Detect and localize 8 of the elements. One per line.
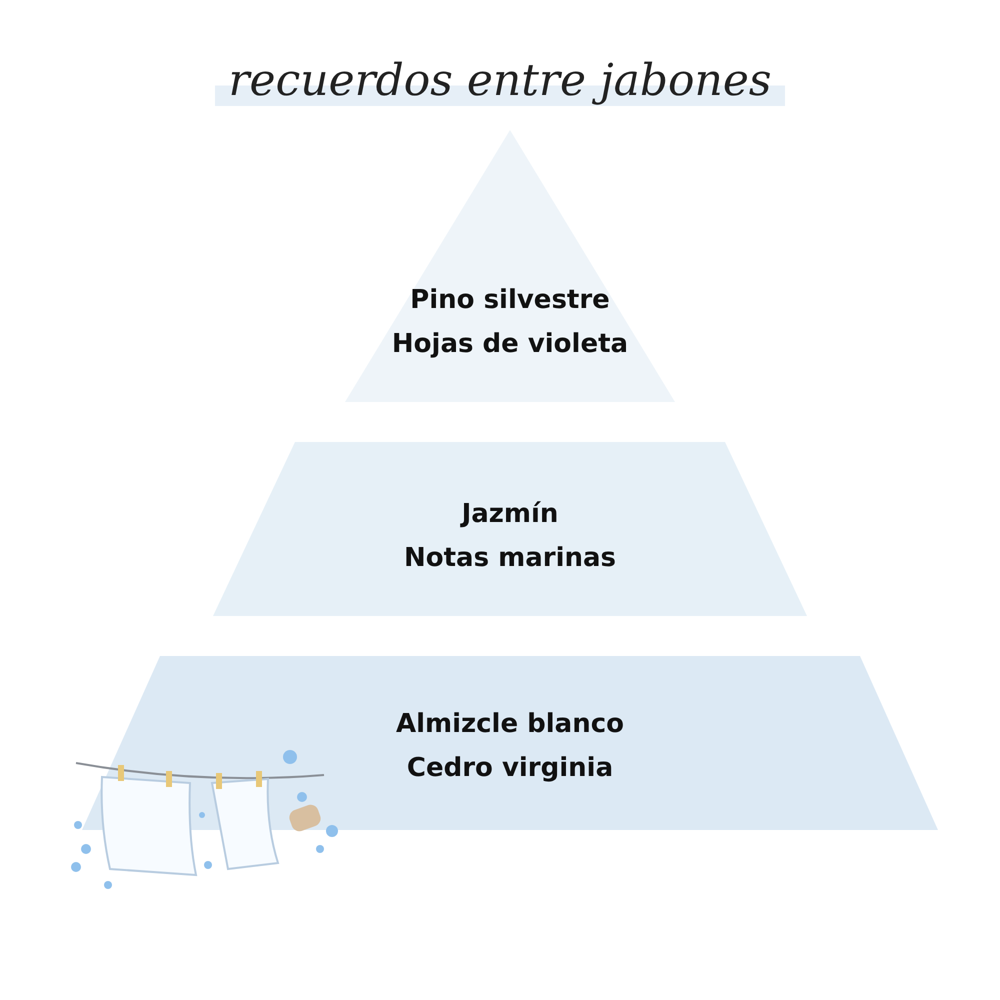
pyramid-base-tier bbox=[80, 656, 940, 830]
pyramid-middle-tier bbox=[210, 442, 810, 616]
note-text: Pino silvestre bbox=[410, 285, 610, 315]
note-text: Notas marinas bbox=[404, 543, 616, 573]
note-text: Jazmín bbox=[462, 499, 558, 529]
note-text: Hojas de violeta bbox=[392, 329, 628, 359]
note-text: Cedro virginia bbox=[406, 753, 614, 783]
note-text: Almizcle blanco bbox=[396, 709, 624, 739]
